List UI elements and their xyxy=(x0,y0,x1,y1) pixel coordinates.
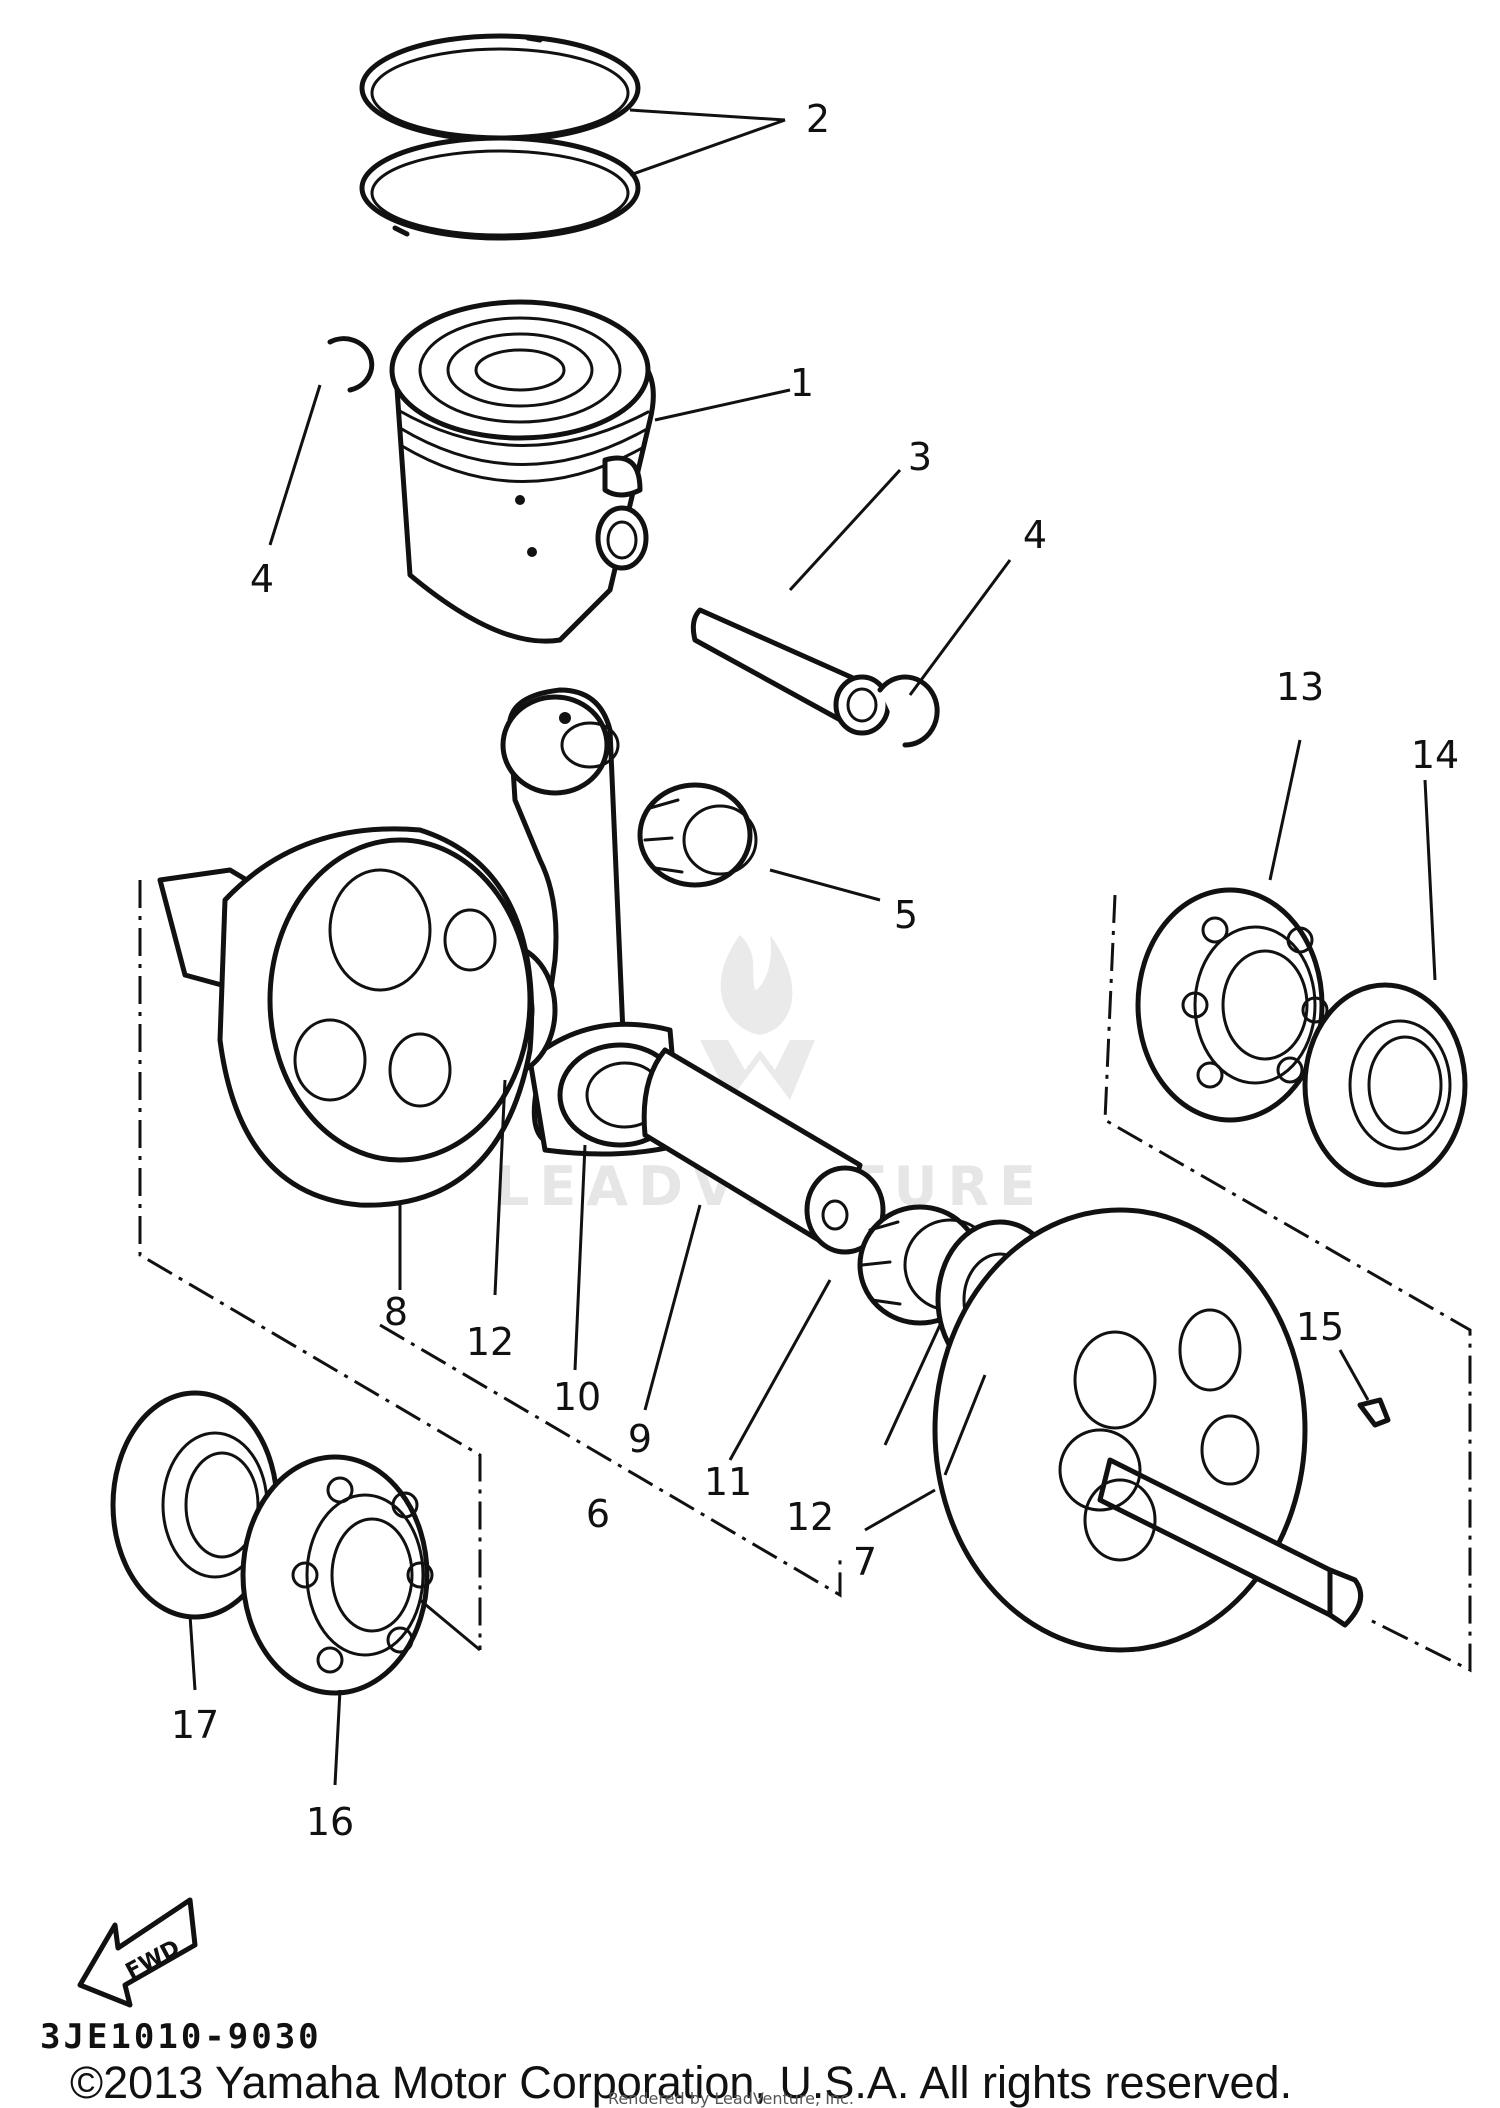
callout-4-right: 4 xyxy=(1023,513,1047,557)
callout-1: 1 xyxy=(790,361,814,405)
connecting-rod xyxy=(500,687,683,1157)
callout-9: 9 xyxy=(628,1417,652,1461)
diagram-code: 3JE1010-9030 xyxy=(40,2017,322,2057)
piston-pin-clip-right xyxy=(877,674,940,748)
oil-seal-14 xyxy=(1302,982,1468,1188)
rendered-by-notice: Rendered by LeadVenture, Inc. xyxy=(608,2089,854,2108)
crank-bearing-16 xyxy=(240,1454,434,1696)
woodruff-key xyxy=(1357,1397,1391,1428)
piston-ring-set xyxy=(359,33,641,241)
crank-right xyxy=(932,1207,1364,1653)
small-end-bearing xyxy=(637,782,758,888)
callout-8: 8 xyxy=(384,1290,408,1334)
callout-13: 13 xyxy=(1276,665,1324,709)
callout-17: 17 xyxy=(171,1703,219,1747)
assembly-brackets xyxy=(138,880,1472,1673)
piston-pin-clip-left xyxy=(327,336,375,393)
leader-lines xyxy=(188,108,1437,1786)
callout-4-left: 4 xyxy=(250,557,274,601)
callout-14: 14 xyxy=(1411,733,1459,777)
callout-7: 7 xyxy=(853,1540,877,1584)
callout-2: 2 xyxy=(806,97,830,141)
piston xyxy=(389,299,656,644)
callout-11: 11 xyxy=(704,1460,752,1504)
forward-direction-arrow: FWD xyxy=(77,1897,198,2008)
crank-bearing-13 xyxy=(1135,887,1329,1123)
callout-labels: 2 1 3 4 4 5 13 14 15 8 12 10 9 6 11 12 7… xyxy=(171,97,1459,1844)
callout-3: 3 xyxy=(908,435,932,479)
callout-5: 5 xyxy=(894,893,918,937)
piston-pin xyxy=(690,607,891,736)
copyright-notice: ©2013 Yamaha Motor Corporation, U.S.A. A… xyxy=(70,2057,1292,2108)
crank-pin xyxy=(641,1047,886,1255)
callout-6: 6 xyxy=(586,1492,610,1536)
callout-15: 15 xyxy=(1296,1305,1344,1349)
crank-left xyxy=(157,826,535,1208)
callout-10: 10 xyxy=(553,1375,601,1419)
callout-12-left: 12 xyxy=(466,1320,514,1364)
callout-12-right: 12 xyxy=(786,1495,834,1539)
callout-16: 16 xyxy=(306,1800,354,1844)
